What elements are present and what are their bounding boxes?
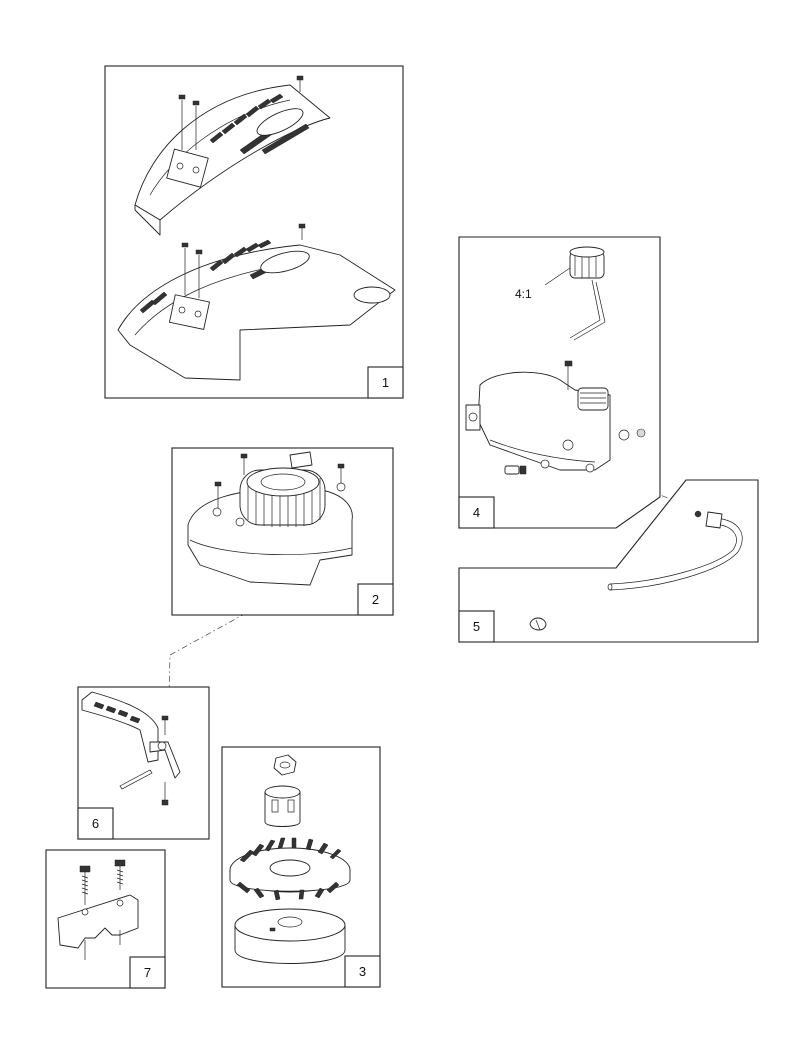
starter-cup bbox=[264, 785, 301, 827]
panel-5-number-box bbox=[458, 610, 495, 643]
panel-2-number: 2 bbox=[372, 592, 379, 607]
panel-2[interactable]: 2 bbox=[171, 447, 394, 616]
panel-4[interactable]: 4:1 4 bbox=[458, 236, 661, 529]
panel-3-number-box bbox=[344, 955, 381, 988]
panel-3[interactable]: 3 bbox=[221, 746, 381, 988]
panel-6-number: 6 bbox=[92, 816, 99, 831]
panel-1-number-box bbox=[367, 366, 404, 399]
panel-5[interactable]: 5 bbox=[458, 479, 759, 643]
hose-clamp bbox=[529, 617, 547, 631]
panel-4-number-box bbox=[458, 496, 495, 529]
bracket-screws bbox=[161, 715, 169, 806]
panel-7[interactable]: 7 bbox=[45, 849, 166, 989]
magnet-rotor bbox=[234, 908, 346, 964]
flywheel bbox=[229, 837, 351, 901]
throttle-bracket bbox=[81, 691, 181, 779]
panel-1-number: 1 bbox=[382, 375, 389, 390]
recoil-starter-housing bbox=[187, 451, 353, 586]
throttle-link-rod bbox=[119, 769, 153, 790]
lower-shroud-cover bbox=[117, 239, 396, 381]
flywheel-fins bbox=[236, 837, 342, 901]
panel-6-number-box bbox=[77, 807, 114, 840]
cap-ratio-label: 4:1 bbox=[515, 287, 532, 301]
panel-6[interactable]: 6 bbox=[77, 686, 210, 840]
cap-leader-line bbox=[544, 267, 571, 286]
fuel-hose bbox=[607, 510, 743, 591]
fuel-tank bbox=[465, 371, 611, 473]
panel-7-number: 7 bbox=[144, 965, 151, 980]
upper-cover-screws bbox=[178, 75, 304, 150]
lower-cover-screws bbox=[181, 223, 306, 298]
panel-2-number-box bbox=[357, 583, 394, 616]
fuel-cap bbox=[569, 246, 606, 341]
tank-fasteners bbox=[504, 360, 646, 475]
flywheel-nut bbox=[273, 754, 297, 776]
panel-1[interactable]: 1 bbox=[104, 65, 404, 399]
deflector-plate bbox=[57, 894, 139, 949]
panel-7-number-box bbox=[129, 956, 166, 989]
starter-screws bbox=[214, 453, 345, 508]
panel-3-number: 3 bbox=[359, 964, 366, 979]
panel-4-number: 4 bbox=[473, 505, 480, 520]
upper-shroud-cover bbox=[134, 84, 331, 236]
plate-bolts bbox=[79, 859, 126, 905]
panel-5-number: 5 bbox=[473, 619, 480, 634]
